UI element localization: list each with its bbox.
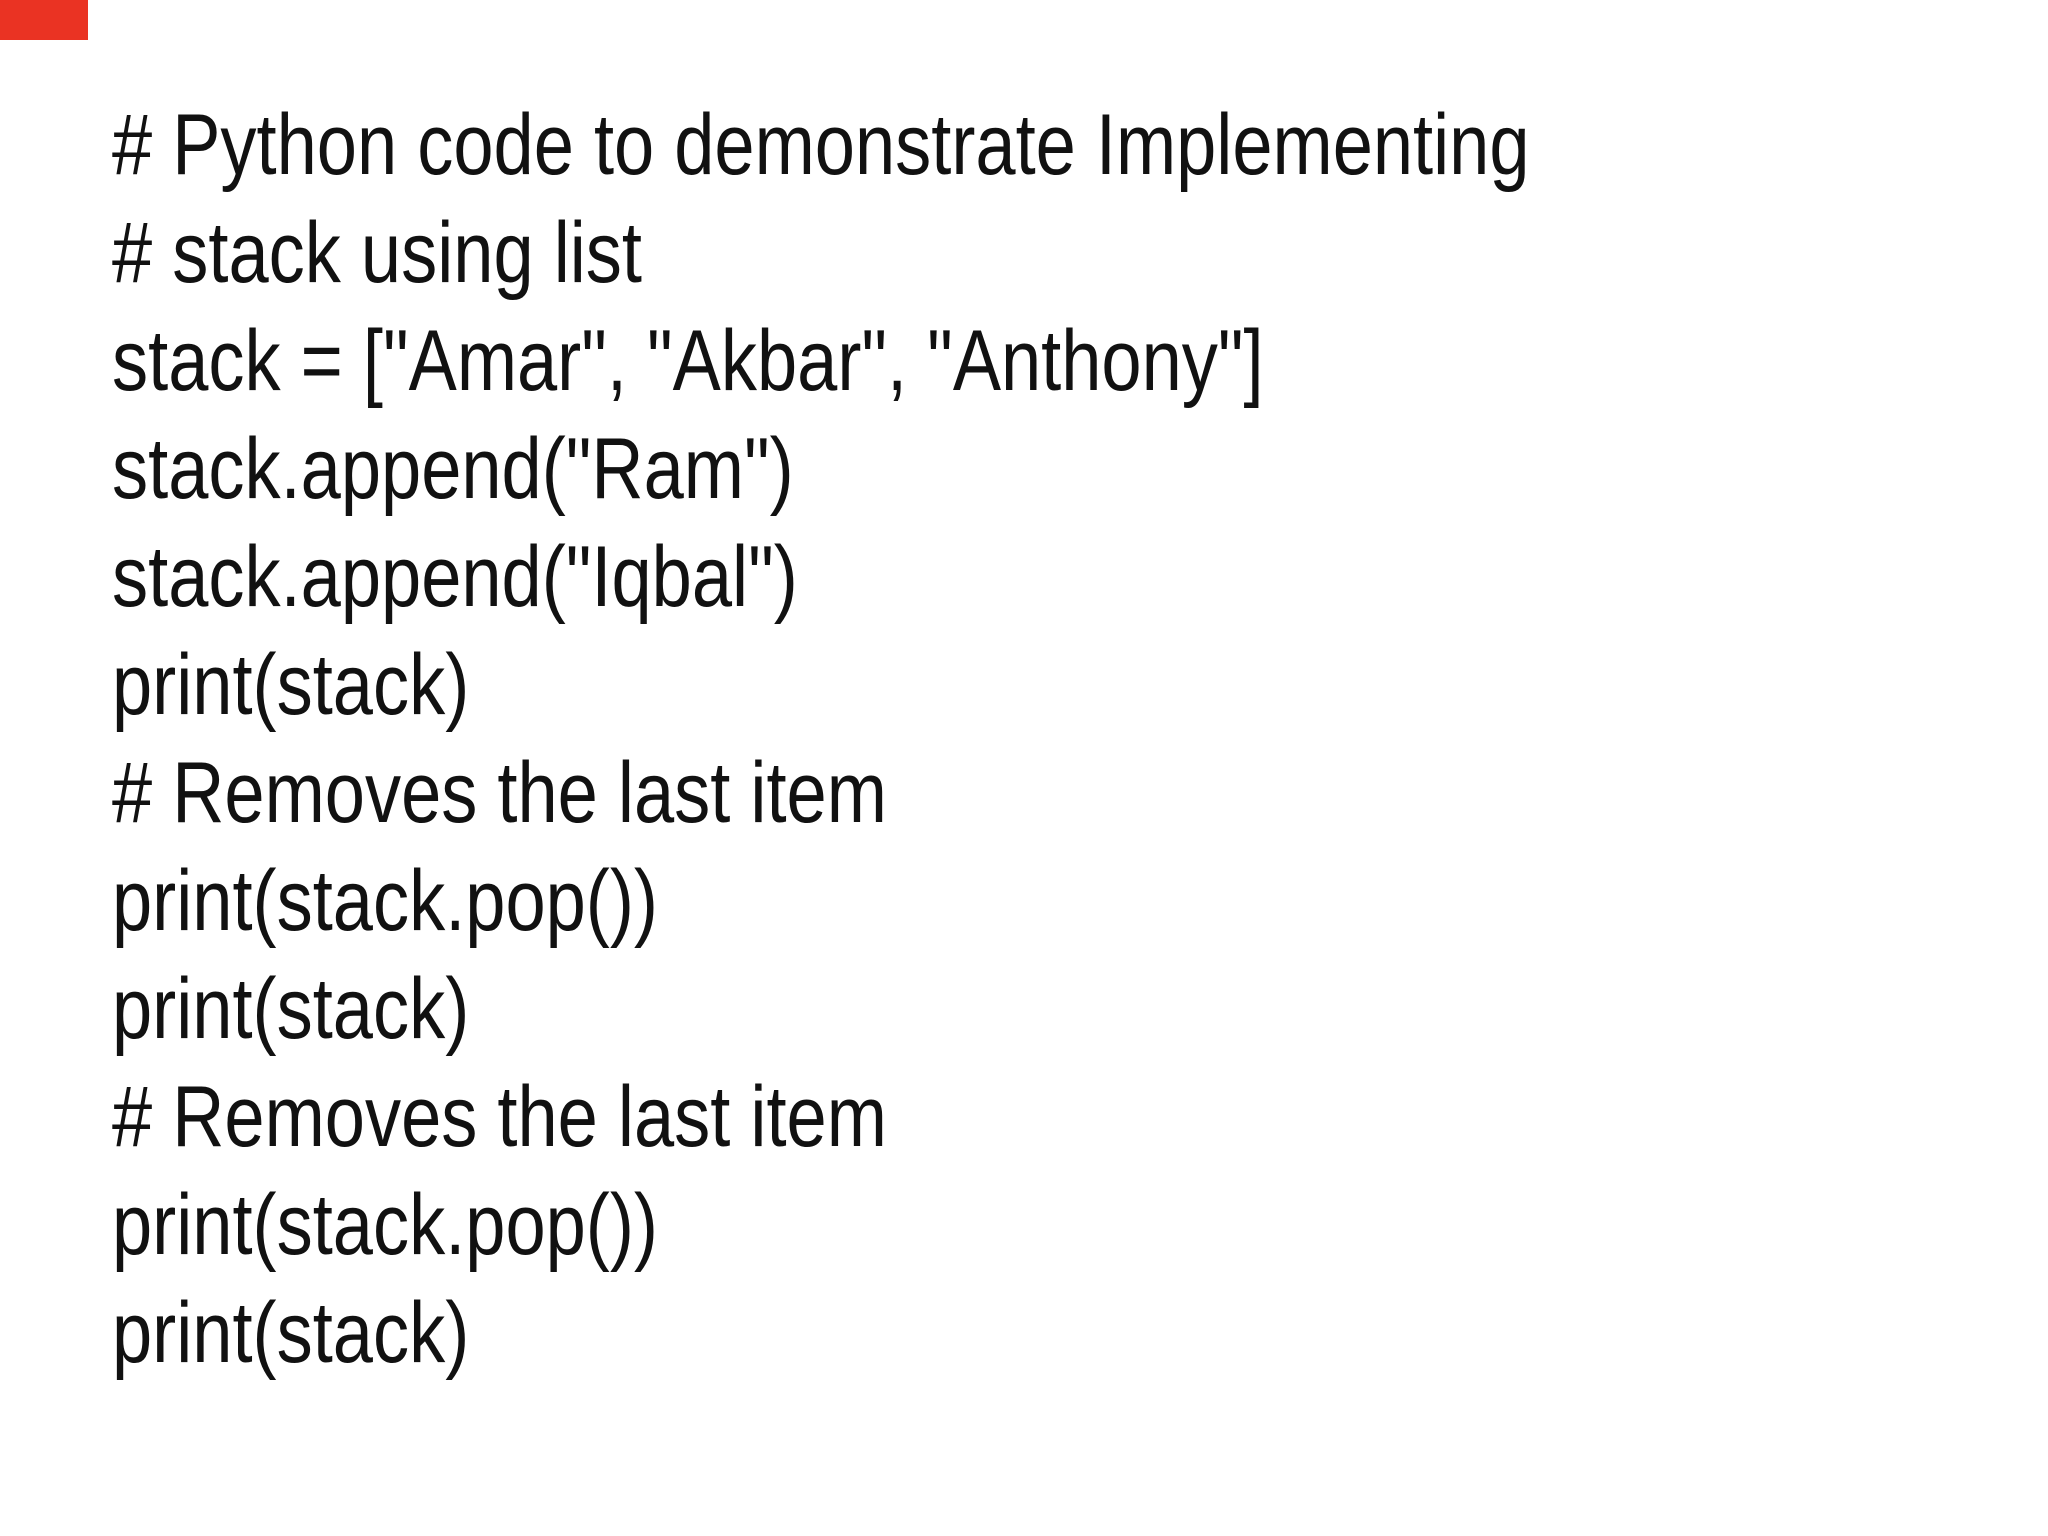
code-line: stack.append("Iqbal"): [112, 529, 798, 625]
code-block: # Python code to demonstrate Implementin…: [112, 91, 1530, 1387]
code-line: print(stack.pop()): [112, 1177, 658, 1273]
code-line: print(stack.pop()): [112, 853, 658, 949]
code-line: stack.append("Ram"): [112, 421, 794, 517]
code-line: print(stack): [112, 637, 470, 733]
code-line: print(stack): [112, 961, 470, 1057]
code-line: # Removes the last item: [112, 745, 887, 841]
code-line: stack = ["Amar", "Akbar", "Anthony"]: [112, 313, 1264, 409]
code-line: # stack using list: [112, 205, 642, 301]
code-line: print(stack): [112, 1285, 470, 1381]
code-line: # Removes the last item: [112, 1069, 887, 1165]
red-marker: [0, 0, 88, 40]
code-line: # Python code to demonstrate Implementin…: [112, 97, 1530, 193]
